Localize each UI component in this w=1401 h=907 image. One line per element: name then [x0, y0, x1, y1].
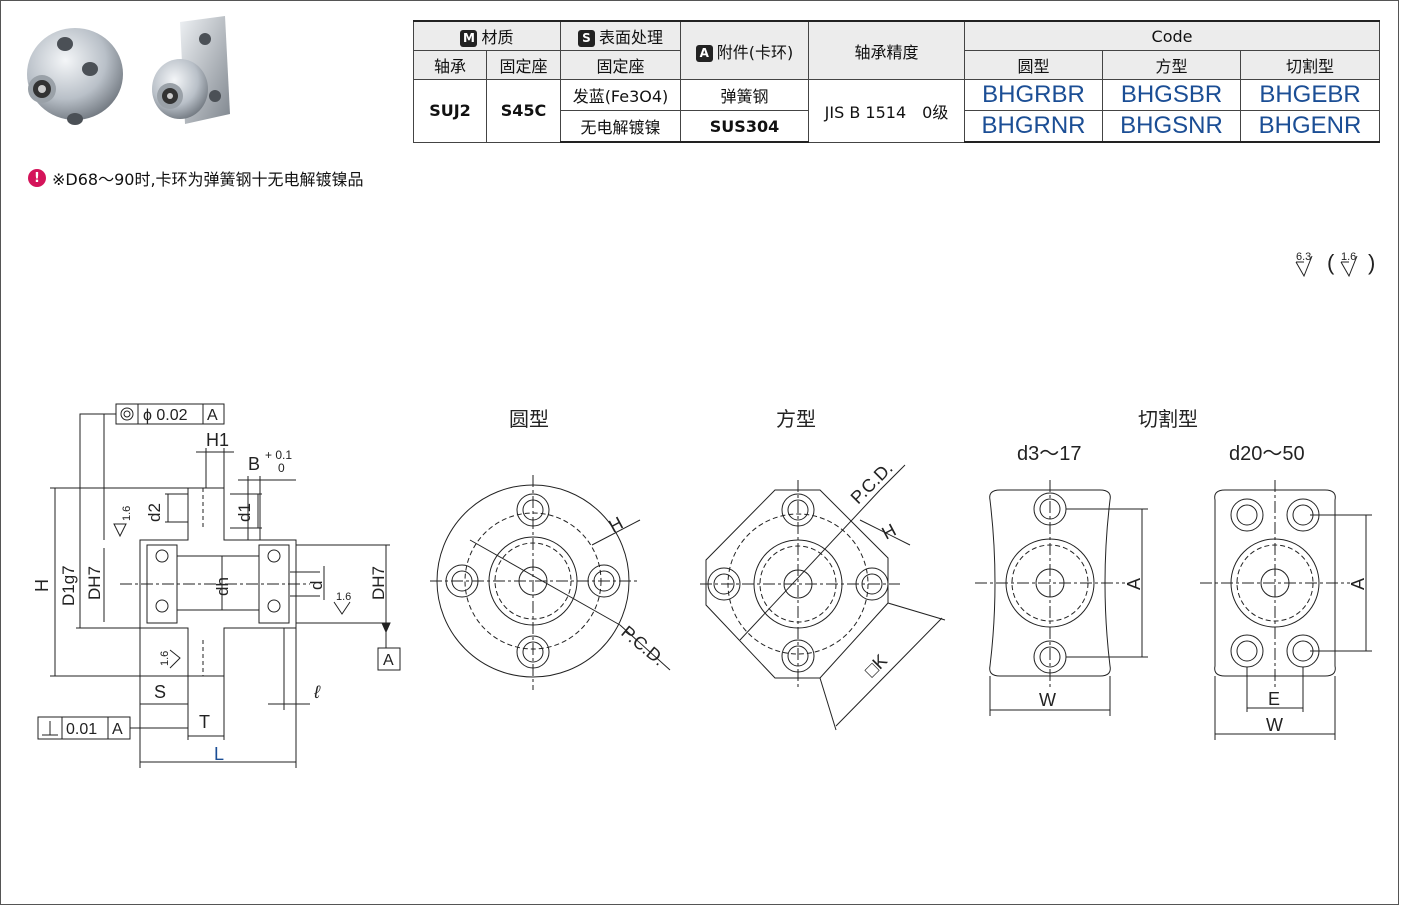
roughness-symbol: 6.3 ( 1.6 ) — [1295, 250, 1375, 278]
round-label-pcd: P.C.D. — [617, 622, 669, 670]
bearing-material-cell: SUJ2 — [413, 79, 487, 143]
label-d2: d2 — [145, 503, 164, 522]
label-s: S — [154, 682, 166, 702]
svg-text:A: A — [112, 721, 123, 738]
code-bhgsnr[interactable]: BHGSNR — [1102, 110, 1241, 143]
square-label-pcd: P.C.D. — [847, 458, 897, 508]
label-b-tol-upper: + 0.1 — [265, 448, 292, 462]
label-ell: ℓ — [313, 682, 321, 702]
label-dh7-left: DH7 — [85, 566, 104, 600]
roughness-label-3: 1.6 — [159, 651, 171, 666]
accessory-2-cell: SUS304 — [680, 110, 809, 143]
label-h: H — [32, 579, 52, 592]
round-col-header: 圆型 — [964, 50, 1103, 80]
cut-col-header: 切割型 — [1240, 50, 1380, 80]
round-title: 圆型 — [509, 408, 549, 431]
mount-col-header: 固定座 — [486, 50, 561, 80]
precision-cell: JIS B 1514 0级 — [808, 79, 965, 143]
square-title: 方型 — [776, 408, 816, 431]
roughness-label-2: 1.6 — [336, 591, 351, 603]
cut-small-view — [975, 480, 1148, 716]
accessory-1-cell: 弹簧钢 — [680, 79, 809, 111]
svg-text:1.6: 1.6 — [1341, 251, 1356, 263]
round-flange-photo — [27, 28, 123, 125]
code-bhgenr[interactable]: BHGENR — [1240, 110, 1380, 143]
material-badge: M — [460, 30, 478, 47]
code-bhgebr[interactable]: BHGEBR — [1240, 79, 1380, 111]
svg-text:A: A — [383, 652, 394, 669]
cut-small-label-a: A — [1124, 578, 1144, 590]
code-bhgrnr[interactable]: BHGRNR — [964, 110, 1103, 143]
cut-large-label-e: E — [1268, 689, 1280, 709]
datum-a-box — [377, 647, 401, 671]
code-header-cell: Code — [964, 20, 1380, 51]
square-view — [700, 464, 946, 731]
svg-text:ϕ 0.02: ϕ 0.02 — [143, 407, 188, 424]
svg-text:0.01: 0.01 — [66, 721, 97, 738]
section-view: ϕ 0.02 A — [37, 403, 401, 768]
label-h1: H1 — [206, 430, 229, 450]
cut-large-title: d20～50 — [1229, 443, 1305, 465]
accessory-badge: A — [695, 44, 713, 62]
label-b: B — [248, 454, 260, 474]
note-text: ※D68～90时,卡环为弹簧钢十无电解镀镍品 — [52, 170, 364, 189]
round-label-h: H — [605, 513, 626, 537]
code-bhgsbr[interactable]: BHGSBR — [1102, 79, 1241, 111]
label-l: L — [214, 744, 224, 764]
alert-icon: ! — [28, 169, 46, 187]
label-b-tol-lower: 0 — [278, 461, 285, 475]
surface-2-cell: 无电解镀镍 — [560, 110, 681, 143]
round-view — [430, 475, 671, 690]
mount2-col-header: 固定座 — [560, 50, 681, 80]
label-d: d — [307, 581, 326, 590]
svg-text:A: A — [207, 407, 218, 424]
cut-small-title: d3～17 — [1017, 443, 1082, 465]
note: ! ※D68～90时,卡环为弹簧钢十无电解镀镍品 — [28, 166, 364, 190]
mount-material-cell: S45C — [486, 79, 561, 143]
svg-text:): ) — [1368, 250, 1375, 275]
code-bhgrbr[interactable]: BHGRBR — [964, 79, 1103, 111]
label-dh7-right: DH7 — [369, 566, 388, 600]
precision-header-cell: 轴承精度 — [808, 20, 965, 80]
svg-text:6.3: 6.3 — [1296, 251, 1311, 263]
label-dh: dh — [213, 577, 232, 596]
label-d1: d1 — [235, 503, 254, 522]
bearing-col-header: 轴承 — [413, 50, 487, 80]
roughness-label-1: 1.6 — [121, 506, 133, 521]
square-col-header: 方型 — [1102, 50, 1241, 80]
cut-large-label-w: W — [1266, 715, 1283, 735]
label-d1g7: D1g7 — [59, 565, 78, 606]
cut-small-label-w: W — [1039, 690, 1056, 710]
cut-large-label-a: A — [1348, 578, 1368, 590]
cut-flange-photo — [152, 16, 230, 124]
square-label-h: H — [878, 520, 899, 544]
product-photos — [27, 16, 230, 125]
svg-text:(: ( — [1327, 250, 1335, 275]
label-t: T — [199, 712, 210, 732]
cut-large-view — [1200, 480, 1372, 740]
surface-badge: S — [577, 30, 595, 47]
square-label-k: □K — [861, 651, 891, 681]
cut-title: 切割型 — [1138, 408, 1198, 431]
